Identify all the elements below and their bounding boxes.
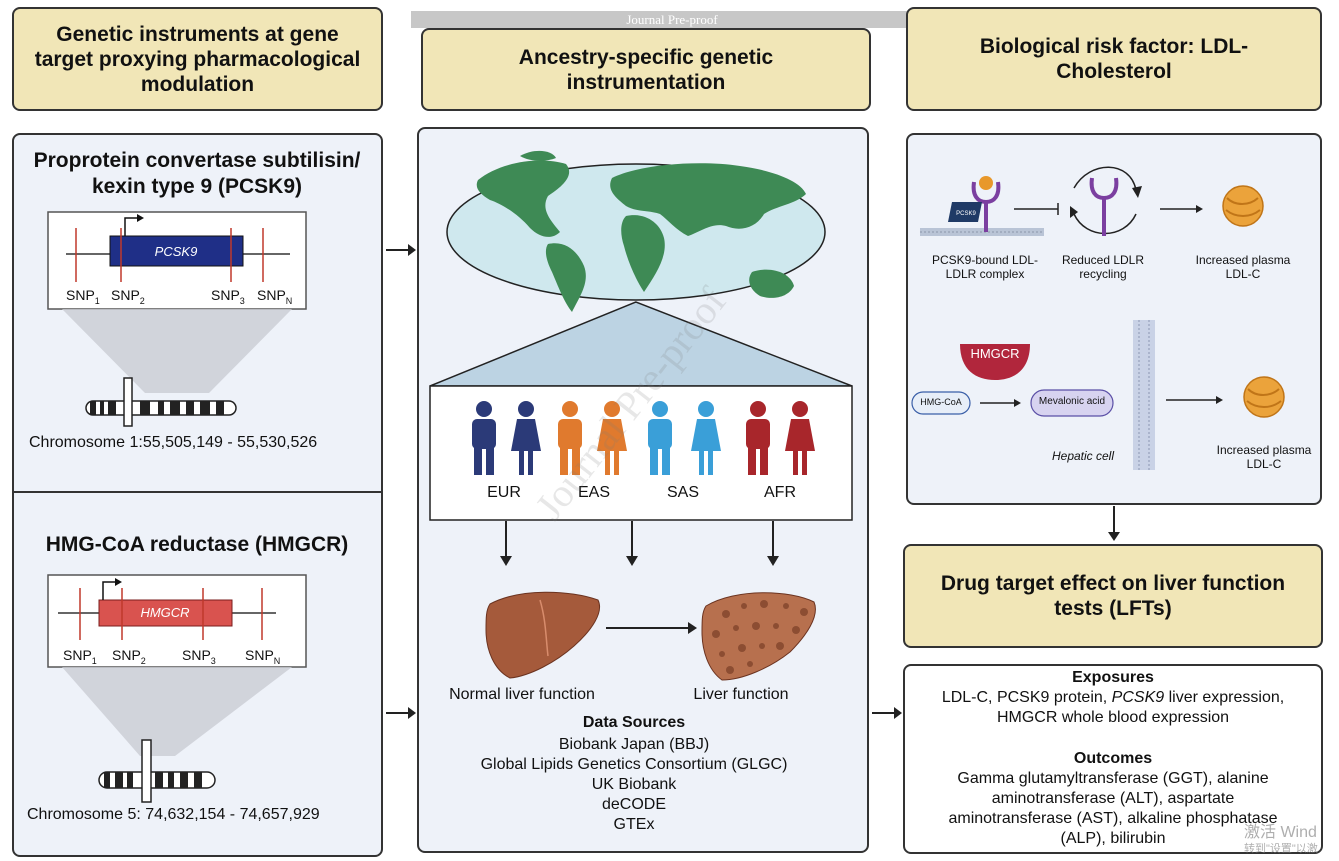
hmgcr-snp-1: SNP1 — [63, 647, 97, 666]
header-genetic-instruments: Genetic instruments at gene target proxy… — [12, 7, 383, 111]
hmgcr-gene-label: HMGCR — [140, 605, 190, 620]
mevalonic-acid-label: Mevalonic acid — [1038, 396, 1106, 407]
hmgcr-snp-3: SNP3 — [182, 647, 216, 666]
exposures-line-2: HMGCR whole blood expression — [996, 709, 1230, 726]
pcsk9-snp-2: SNP2 — [111, 287, 145, 306]
os-activation-overlay-2: 转到"设置"以激 — [1244, 843, 1318, 855]
arrow-down-icon — [626, 521, 638, 566]
recycling-cycle-icon — [1070, 166, 1142, 236]
pcsk9-mini-label: PCSK9 — [956, 211, 976, 217]
arrow-down-icon — [767, 521, 779, 566]
pcsk9-snp-1: SNP1 — [66, 287, 100, 306]
outcomes-line: aminotransferase (ALT), aspartate — [991, 790, 1235, 807]
pcsk9-ldlr-complex-icon — [920, 176, 1044, 236]
exposures-line-1: LDL-C, PCSK9 protein, PCSK9 liver expres… — [941, 689, 1285, 706]
complex-label: PCSK9-bound LDL-LDLR complex — [931, 253, 1039, 281]
os-activation-overlay-1: 激活 Wind — [1244, 824, 1317, 841]
data-source-item: Biobank Japan (BBJ) — [558, 736, 710, 753]
arrow-right-icon — [386, 244, 416, 256]
chromosome-1-icon — [85, 377, 237, 427]
chromosome-5-icon — [98, 739, 216, 803]
header-risk-factor: Biological risk factor: LDL-Cholesterol — [906, 7, 1322, 111]
ancestry-label-afr: AFR — [764, 484, 796, 501]
male-person-icon — [558, 401, 582, 475]
female-person-icon — [511, 401, 541, 475]
outcomes-line: (ALP), bilirubin — [1060, 830, 1166, 847]
arrow-right-icon — [1160, 205, 1203, 213]
hmgcr-enzyme-icon — [960, 344, 1030, 380]
arrow-down-icon — [1108, 506, 1120, 541]
people-icons — [472, 401, 815, 475]
pcsk9-snp-3: SNP3 — [211, 287, 245, 306]
tss-arrow-icon — [124, 217, 137, 236]
exposures-outcomes-panel — [903, 664, 1323, 854]
data-source-item: GTEx — [613, 816, 655, 833]
pcsk9-title: Proprotein convertase subtilisin/ kexin … — [33, 149, 361, 198]
hmgcr-zoom-wedge — [62, 667, 292, 756]
exposures-outcomes-text: Exposures LDL-C, PCSK9 protein, PCSK9 li… — [905, 668, 1321, 849]
arrow-down-icon — [500, 521, 512, 566]
hmgcr-chromosome: Chromosome 5: 74,632,154 - 74,657,929 — [27, 806, 320, 823]
world-map-icon — [446, 150, 826, 312]
data-source-item: Global Lipids Genetics Consortium (GLGC) — [480, 756, 788, 773]
ancestry-label-sas: SAS — [666, 484, 700, 501]
normal-liver-icon — [485, 591, 600, 679]
ldl-particle-icon — [1243, 376, 1285, 418]
male-person-icon — [472, 401, 496, 475]
pcsk9-zoom-wedge — [62, 309, 292, 393]
arrow-right-icon — [606, 622, 697, 634]
male-person-icon — [648, 401, 672, 475]
pcsk9-chromosome: Chromosome 1:55,505,149 - 55,530,526 — [29, 434, 318, 451]
outcomes-line: aminotransferase (AST), alkaline phospha… — [948, 810, 1278, 827]
pcsk9-gene-label: PCSK9 — [154, 244, 198, 259]
outcomes-line: Gamma glutamyltransferase (GGT), alanine — [957, 770, 1269, 787]
data-sources-title: Data Sources — [582, 714, 686, 731]
header-drug-target: Drug target effect on liver function tes… — [903, 544, 1323, 648]
hmgcr-title: HMG-CoA reductase (HMGCR) — [45, 533, 349, 556]
normal-liver-label: Normal liver function — [449, 686, 595, 703]
data-source-item: UK Biobank — [591, 776, 677, 793]
ancestry-label-eur: EUR — [487, 484, 521, 501]
hmgcr-exon-bar — [98, 599, 233, 627]
mevalonic-acid-node — [1030, 389, 1114, 417]
hmgcr-snp-n: SNPN — [245, 647, 281, 666]
damaged-liver-icon — [701, 592, 816, 681]
hmgcr-snp-2: SNP2 — [112, 647, 146, 666]
data-sources-list: Biobank Japan (BBJ) Global Lipids Geneti… — [434, 735, 834, 835]
population-box — [429, 385, 853, 521]
hmg-coa-label: HMG-CoA — [920, 397, 962, 407]
data-source-item: deCODE — [601, 796, 667, 813]
pcsk9-snp-n: SNPN — [257, 287, 293, 306]
header-ancestry: Ancestry-specific genetic instrumentatio… — [421, 28, 871, 111]
hmgcr-enzyme-label: HMGCR — [970, 346, 1020, 361]
arrow-right-icon — [980, 399, 1021, 407]
exposures-title: Exposures — [1072, 669, 1154, 686]
ancestry-label-eas: EAS — [577, 484, 611, 501]
female-person-icon — [691, 401, 721, 475]
hmg-coa-node — [911, 391, 971, 415]
hepatic-cell-label: Hepatic cell — [1051, 449, 1115, 463]
liver-label: Liver function — [693, 686, 789, 703]
cell-membrane-icon — [1133, 320, 1155, 470]
female-person-icon — [785, 401, 815, 475]
ldl-particle-icon — [1222, 185, 1264, 227]
pcsk9-exon-bar — [109, 235, 244, 267]
inhibit-arrow-icon — [1014, 203, 1059, 215]
tss-arrow-icon — [102, 581, 115, 600]
journal-banner: Journal Pre-proof — [411, 11, 933, 28]
outcomes-title: Outcomes — [1073, 750, 1153, 767]
male-person-icon — [746, 401, 770, 475]
female-person-icon — [597, 401, 627, 475]
arrow-right-icon — [386, 707, 416, 719]
arrow-right-icon — [872, 707, 902, 719]
arrow-right-icon — [1166, 396, 1223, 404]
